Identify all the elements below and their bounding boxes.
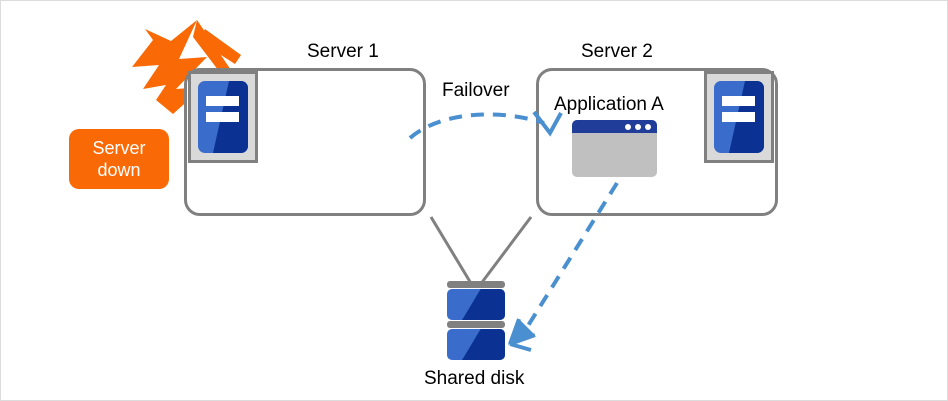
failover-arrow (408, 112, 545, 140)
failover-arrowhead-icon (532, 110, 563, 137)
server-icon-bar (206, 111, 239, 123)
disk-separator-bar (447, 321, 505, 328)
status-badge-server-down: Server down (69, 129, 169, 189)
connector-server1-to-disk (429, 216, 474, 286)
shared-disk-label: Shared disk (424, 368, 525, 389)
failover-label: Failover (442, 80, 510, 101)
server-icon-bar (722, 96, 755, 107)
server-icon (704, 71, 774, 163)
application-window-icon (572, 120, 657, 177)
window-dot-icon (635, 124, 641, 130)
connector-server2-to-disk (478, 216, 533, 286)
application-window-titlebar (572, 120, 657, 133)
server-icon-body (198, 81, 248, 153)
application-a-label: Application A (554, 94, 664, 115)
window-dot-icon (625, 124, 631, 130)
server-icon-bar (206, 96, 239, 107)
disk-block (447, 289, 505, 320)
window-dot-icon (645, 124, 651, 130)
server-down-line1: Server (92, 137, 146, 158)
server-icon (188, 71, 258, 163)
disk-block (447, 329, 505, 360)
app-to-disk-arrow (519, 181, 619, 339)
server2-title: Server 2 (581, 41, 653, 62)
server-down-line2: down (97, 160, 141, 180)
server1-title: Server 1 (307, 41, 379, 62)
server-icon-bar (722, 111, 755, 123)
disk-separator-bar (447, 281, 505, 288)
app-to-disk-arrowhead-fill (508, 320, 534, 345)
server-icon-body (714, 81, 764, 153)
